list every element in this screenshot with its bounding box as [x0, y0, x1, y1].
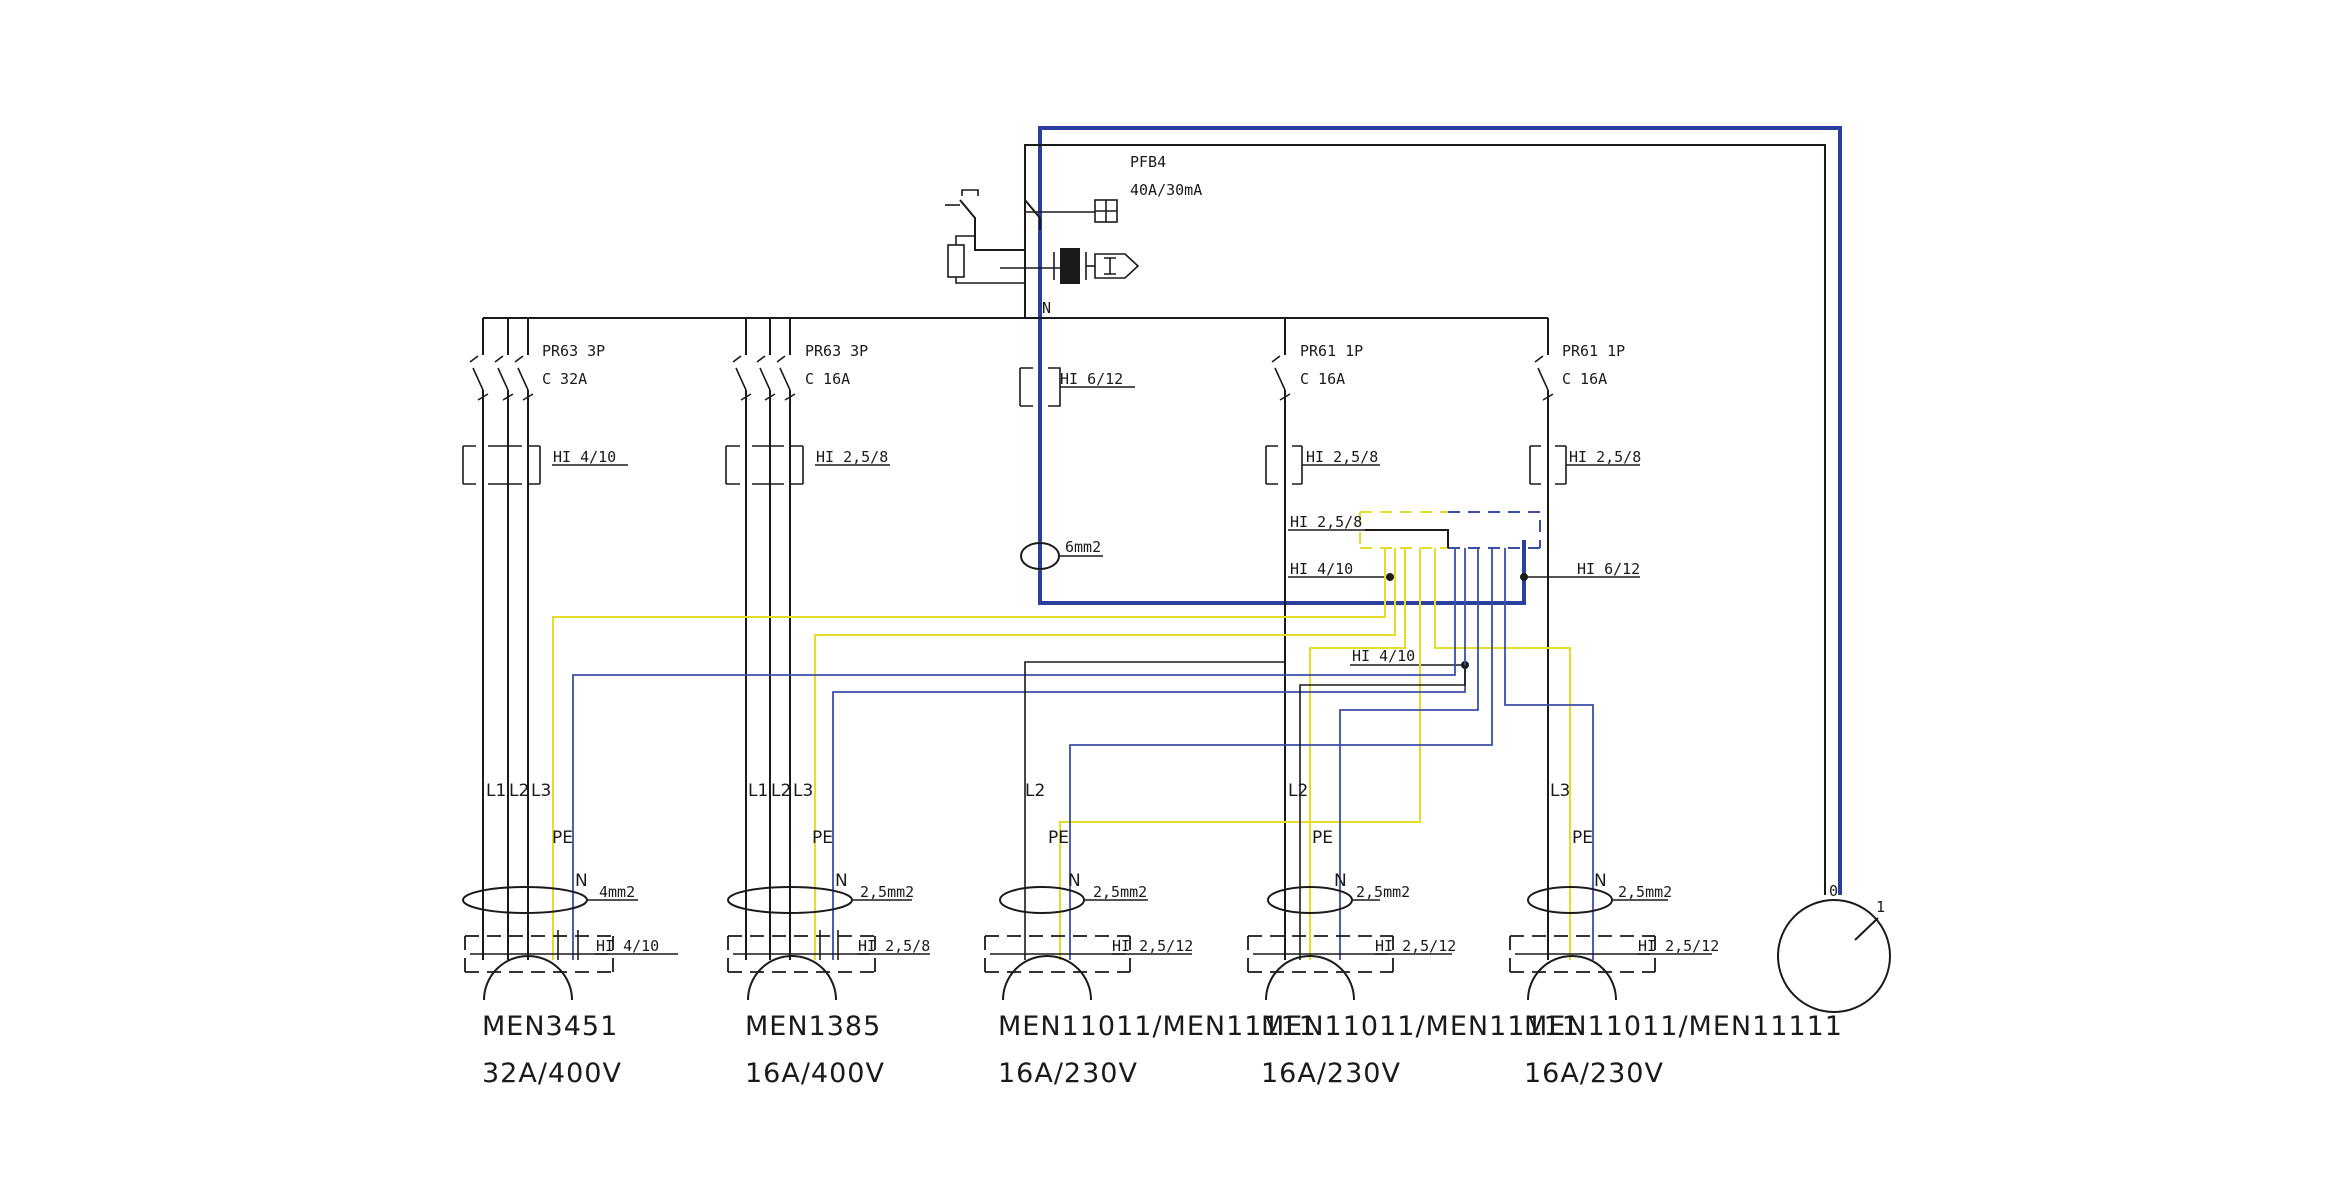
socket-2-wire-l3: L3	[793, 781, 813, 801]
socket-3-wire-pe: PE	[1048, 828, 1069, 848]
n-main-label: HI 6/12	[1577, 560, 1640, 578]
socket-5-model: MEN11011/MEN11111	[1524, 1011, 1843, 1042]
socket-5-wire-l3: L3	[1550, 781, 1570, 801]
blue-neutral-loop	[1038, 310, 1526, 605]
breaker-4-rating: C 16A	[1562, 370, 1607, 388]
socket-3-wire-l2: L2	[1025, 781, 1045, 801]
socket-1-terminal: HI 4/10	[596, 937, 659, 955]
black-supply-line	[1024, 144, 1826, 895]
n-wires	[572, 548, 1594, 960]
socket-5-terminal: HI 2,5/12	[1638, 937, 1719, 955]
breaker-1-symbol	[462, 318, 628, 960]
breaker-1-terminal: HI 4/10	[553, 448, 616, 466]
breaker-2-rating: C 16A	[805, 370, 850, 388]
socket-1-model: MEN3451	[482, 1011, 618, 1042]
switch-pos-1: 1	[1876, 898, 1885, 916]
breaker-1-name: PR63 3P	[542, 342, 605, 360]
breaker-3-terminal: HI 2,5/8	[1306, 448, 1378, 466]
socket-3-cable: 2,5mm2	[1093, 883, 1147, 901]
socket-1-wire-l3: L3	[531, 781, 551, 801]
middle-terminal-label: HI 4/10	[1352, 647, 1415, 665]
breaker-4-name: PR61 1P	[1562, 342, 1625, 360]
pe-main-label: HI 4/10	[1290, 560, 1353, 578]
rcd-symbol	[945, 189, 1140, 318]
main-switch	[1777, 899, 1891, 1013]
socket-5	[1509, 886, 1712, 1001]
socket-1-wire-n: N	[575, 871, 588, 891]
socket-2-terminal: HI 2,5/8	[858, 937, 930, 955]
neutral-terminal-label: HI 6/12	[1060, 370, 1123, 388]
socket-1	[462, 886, 678, 1001]
socket-1-rating: 32A/400V	[482, 1058, 622, 1089]
socket-3-wire-n: N	[1068, 871, 1081, 891]
socket-4-cable: 2,5mm2	[1356, 883, 1410, 901]
rcd-coil	[1060, 248, 1080, 284]
socket-3-model: MEN11011/MEN11111	[998, 1011, 1317, 1042]
breaker-3-rating: C 16A	[1300, 370, 1345, 388]
socket-5-rating: 16A/230V	[1524, 1058, 1664, 1089]
breaker-2-name: PR63 3P	[805, 342, 868, 360]
socket-2-cable: 2,5mm2	[860, 883, 914, 901]
breaker-1-rating: C 32A	[542, 370, 587, 388]
socket-4	[1247, 886, 1452, 1001]
rcd-neutral-label: N	[1042, 299, 1051, 317]
socket-2-wire-l2: L2	[771, 781, 791, 801]
cable-6mm-label: 6mm2	[1065, 538, 1101, 556]
breaker-3-symbol	[1265, 318, 1380, 960]
pe-wires	[552, 548, 1571, 960]
rcd-rating: 40A/30mA	[1130, 181, 1202, 199]
socket-4-rating: 16A/230V	[1261, 1058, 1401, 1089]
socket-3	[984, 886, 1192, 1001]
socket-2-rating: 16A/400V	[745, 1058, 885, 1089]
socket-4-model: MEN11011/MEN11111	[1261, 1011, 1580, 1042]
socket-1-cable: 4mm2	[599, 883, 635, 901]
breaker-2-terminal: HI 2,5/8	[816, 448, 888, 466]
socket-3-terminal: HI 2,5/12	[1112, 937, 1193, 955]
socket-1-wire-l1: L1	[486, 781, 506, 801]
switch-pos-0: 0	[1829, 882, 1838, 900]
socket-4-wire-pe: PE	[1312, 828, 1333, 848]
breaker-4-symbol	[1529, 318, 1640, 960]
l-feeds	[1024, 661, 1466, 960]
socket-2-model: MEN1385	[745, 1011, 881, 1042]
socket-5-cable: 2,5mm2	[1618, 883, 1672, 901]
socket-2-wire-n: N	[835, 871, 848, 891]
socket-1-wire-l2: L2	[509, 781, 529, 801]
rcd-name: PFB4	[1130, 153, 1166, 171]
pe-n-distribution	[1288, 511, 1640, 669]
pe-bar-label: HI 2,5/8	[1290, 513, 1362, 531]
socket-4-wire-l2: L2	[1288, 781, 1308, 801]
neutral-terminal-symbol	[1019, 367, 1135, 407]
socket-1-wire-pe: PE	[552, 828, 573, 848]
socket-2-wire-pe: PE	[812, 828, 833, 848]
breaker-2-symbol	[725, 318, 890, 960]
socket-2	[727, 886, 930, 1001]
socket-4-wire-n: N	[1334, 871, 1347, 891]
socket-5-wire-n: N	[1594, 871, 1607, 891]
socket-5-wire-pe: PE	[1572, 828, 1593, 848]
socket-4-terminal: HI 2,5/12	[1375, 937, 1456, 955]
breaker-4-terminal: HI 2,5/8	[1569, 448, 1641, 466]
socket-2-wire-l1: L1	[748, 781, 768, 801]
breaker-3-name: PR61 1P	[1300, 342, 1363, 360]
socket-3-rating: 16A/230V	[998, 1058, 1138, 1089]
